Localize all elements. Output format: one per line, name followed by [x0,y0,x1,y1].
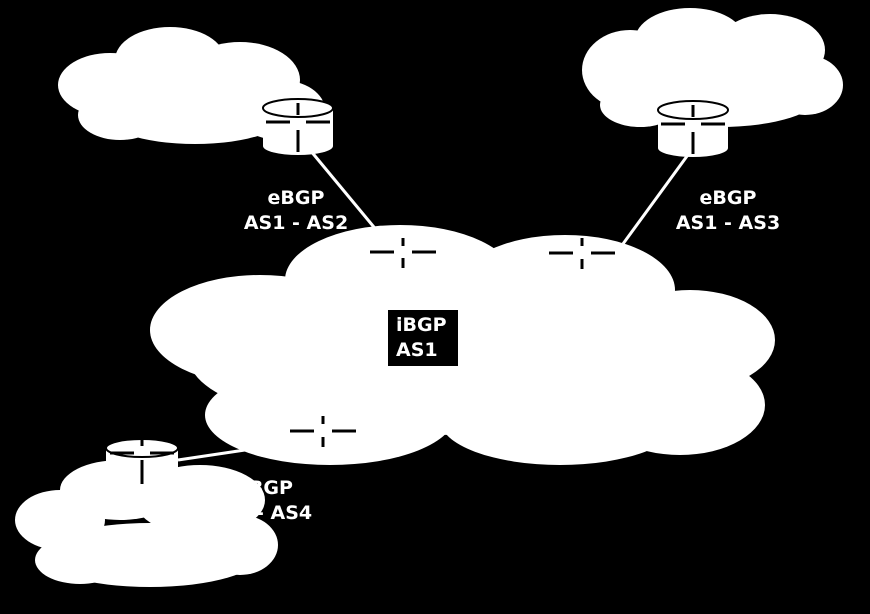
link-label-as4-peers: - AS4 [256,502,313,524]
core-router-bottom-left-icon [290,416,356,447]
link-line-as4 [177,448,246,462]
cloud-as1-icon [150,225,775,465]
cloud-as2-icon [58,27,325,144]
router-as3-icon [657,100,729,157]
link-line-as2 [308,149,380,233]
link-label-as2: eBGP AS1 - AS2 [240,186,352,236]
core-protocol-label: iBGP [396,314,447,336]
link-label-as4-protocol: eBGP [236,477,293,499]
link-label-as3-peers: AS1 - AS3 [675,212,781,234]
link-label-as4: eBGP - AS4 [226,476,313,526]
core-router-top-left-icon [370,238,436,268]
link-label-as3-protocol: eBGP [699,187,757,209]
core-router-top-right-icon [549,238,615,269]
link-label-as2-protocol: eBGP [267,187,325,209]
core-label-box: iBGP AS1 [388,310,458,366]
link-line-as3 [618,151,692,249]
core-as-label: AS1 [396,339,438,361]
router-as4-icon [105,438,179,490]
router-as2-icon [262,98,334,155]
link-label-as2-peers: AS1 - AS2 [243,212,349,234]
link-label-as3: eBGP AS1 - AS3 [672,186,784,236]
